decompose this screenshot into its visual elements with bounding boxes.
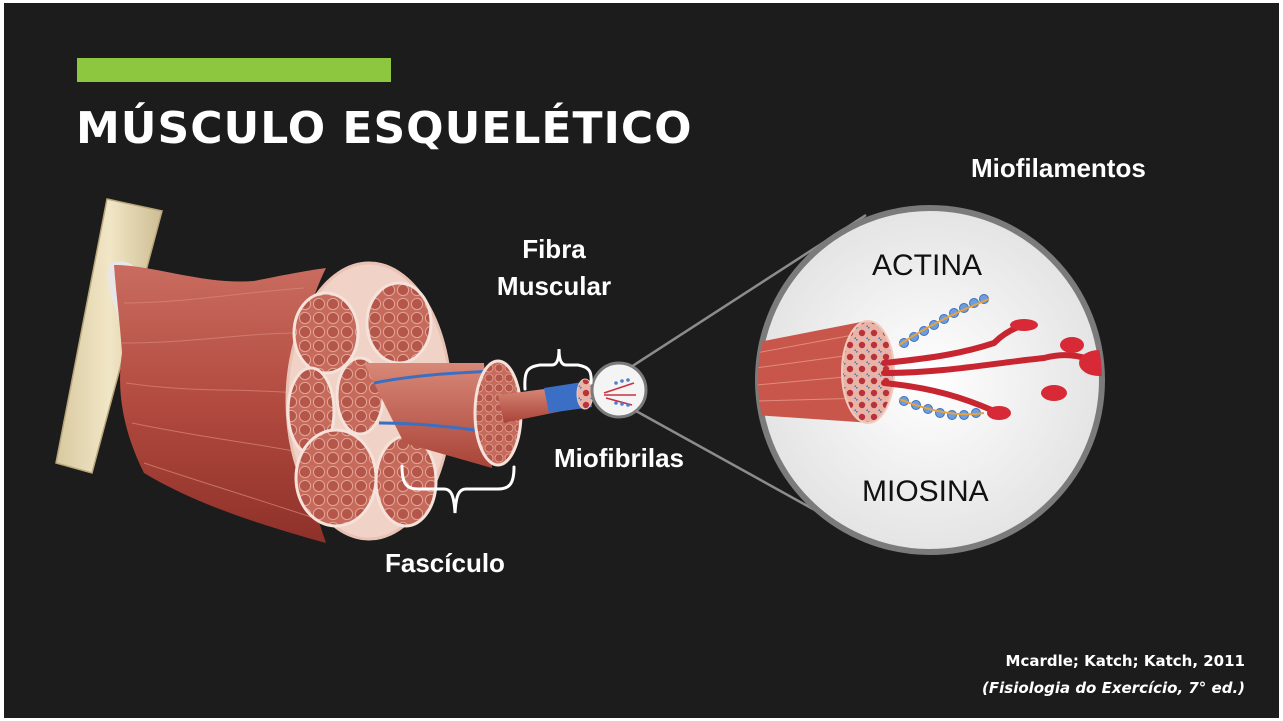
label-miosina: MIOSINA (862, 475, 989, 509)
label-fasciculo: Fascículo (385, 548, 505, 579)
label-fibra-muscular: Fibra Muscular (484, 231, 624, 305)
citation-authors: Mcardle; Katch; Katch, 2011 (1006, 652, 1245, 670)
label-fibra-line1: Fibra (484, 231, 624, 268)
label-miofibrilas: Miofibrilas (554, 443, 684, 474)
label-fibra-line2: Muscular (484, 268, 624, 305)
small-magnifier-circle (592, 363, 646, 417)
citation-book: (Fisiologia do Exercício, 7° ed.) (982, 679, 1245, 697)
label-actina: ACTINA (872, 249, 982, 283)
muscle-illustration (4, 3, 1279, 718)
label-miofilamentos: Miofilamentos (971, 153, 1146, 184)
slide: MÚSCULO ESQUELÉTICO (4, 3, 1279, 718)
